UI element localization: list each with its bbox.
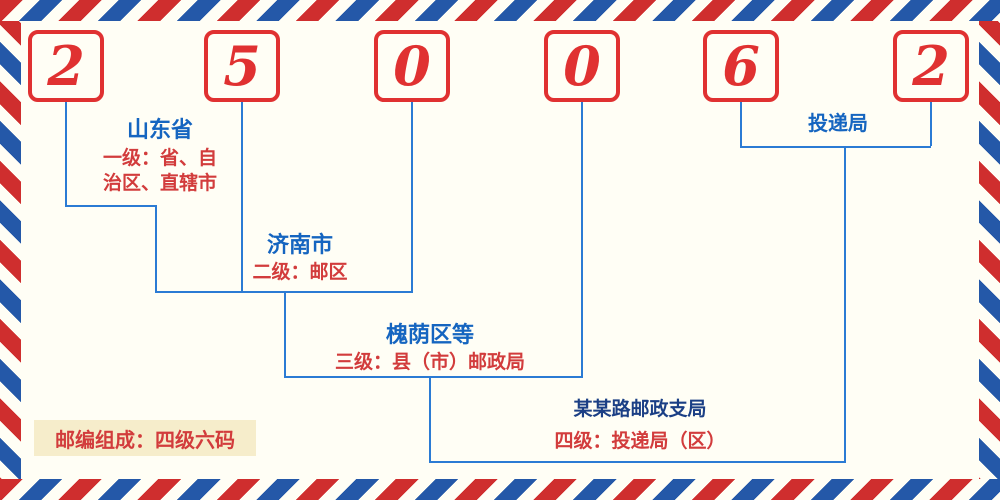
airmail-border-bottom xyxy=(0,479,1000,500)
level3-region-label: 槐荫区等 xyxy=(385,322,474,347)
digit-1: 2 xyxy=(47,34,85,98)
postal-code-composition-badge: 邮编组成：四级六码 xyxy=(34,420,256,456)
connector-digit2-drop xyxy=(241,102,243,291)
digit-6: 2 xyxy=(912,34,950,98)
digit-box-5: 6 xyxy=(703,30,779,102)
digit-3: 0 xyxy=(393,34,431,98)
level2-region-label: 济南市 xyxy=(266,232,333,257)
connector-step-level3-4 xyxy=(429,376,431,461)
connector-level1-bottom xyxy=(65,205,155,207)
connector-delivery-drop xyxy=(844,146,846,461)
digit-box-6: 2 xyxy=(893,30,969,102)
digit-box-1: 2 xyxy=(28,30,104,102)
connector-digit1-drop xyxy=(65,102,67,205)
level1-region-label: 山东省 xyxy=(126,117,193,142)
connector-digit3-drop xyxy=(411,102,413,291)
connector-delivery-bracket xyxy=(740,146,931,148)
airmail-border-right xyxy=(979,0,1000,500)
connector-digit4-drop xyxy=(581,102,583,376)
level2-desc: 二级：邮区 xyxy=(252,262,348,283)
digit-5: 6 xyxy=(722,34,760,98)
connector-step-level2-3 xyxy=(284,291,286,376)
level1-desc-line2: 治区、直辖市 xyxy=(102,173,217,194)
digit-box-4: 0 xyxy=(544,30,620,102)
connector-level4-bottom xyxy=(429,461,846,463)
digit-2: 5 xyxy=(223,34,261,98)
level4-region-label: 某某路邮政支局 xyxy=(573,399,707,420)
level4-desc: 四级：投递局（区） xyxy=(554,431,726,452)
connector-digit6-drop xyxy=(930,102,932,146)
level3-desc: 三级：县（市）邮政局 xyxy=(334,352,525,373)
delivery-office-label: 投递局 xyxy=(808,113,868,135)
digit-4: 0 xyxy=(563,34,601,98)
airmail-border-left xyxy=(0,0,21,500)
digit-box-2: 5 xyxy=(204,30,280,102)
connector-level3-bottom xyxy=(284,376,583,378)
airmail-border-top xyxy=(0,0,1000,21)
connector-digit5-drop xyxy=(740,102,742,146)
connector-step-level1-2 xyxy=(155,205,157,291)
digit-box-3: 0 xyxy=(374,30,450,102)
level1-desc-line1: 一级：省、自 xyxy=(102,148,217,169)
